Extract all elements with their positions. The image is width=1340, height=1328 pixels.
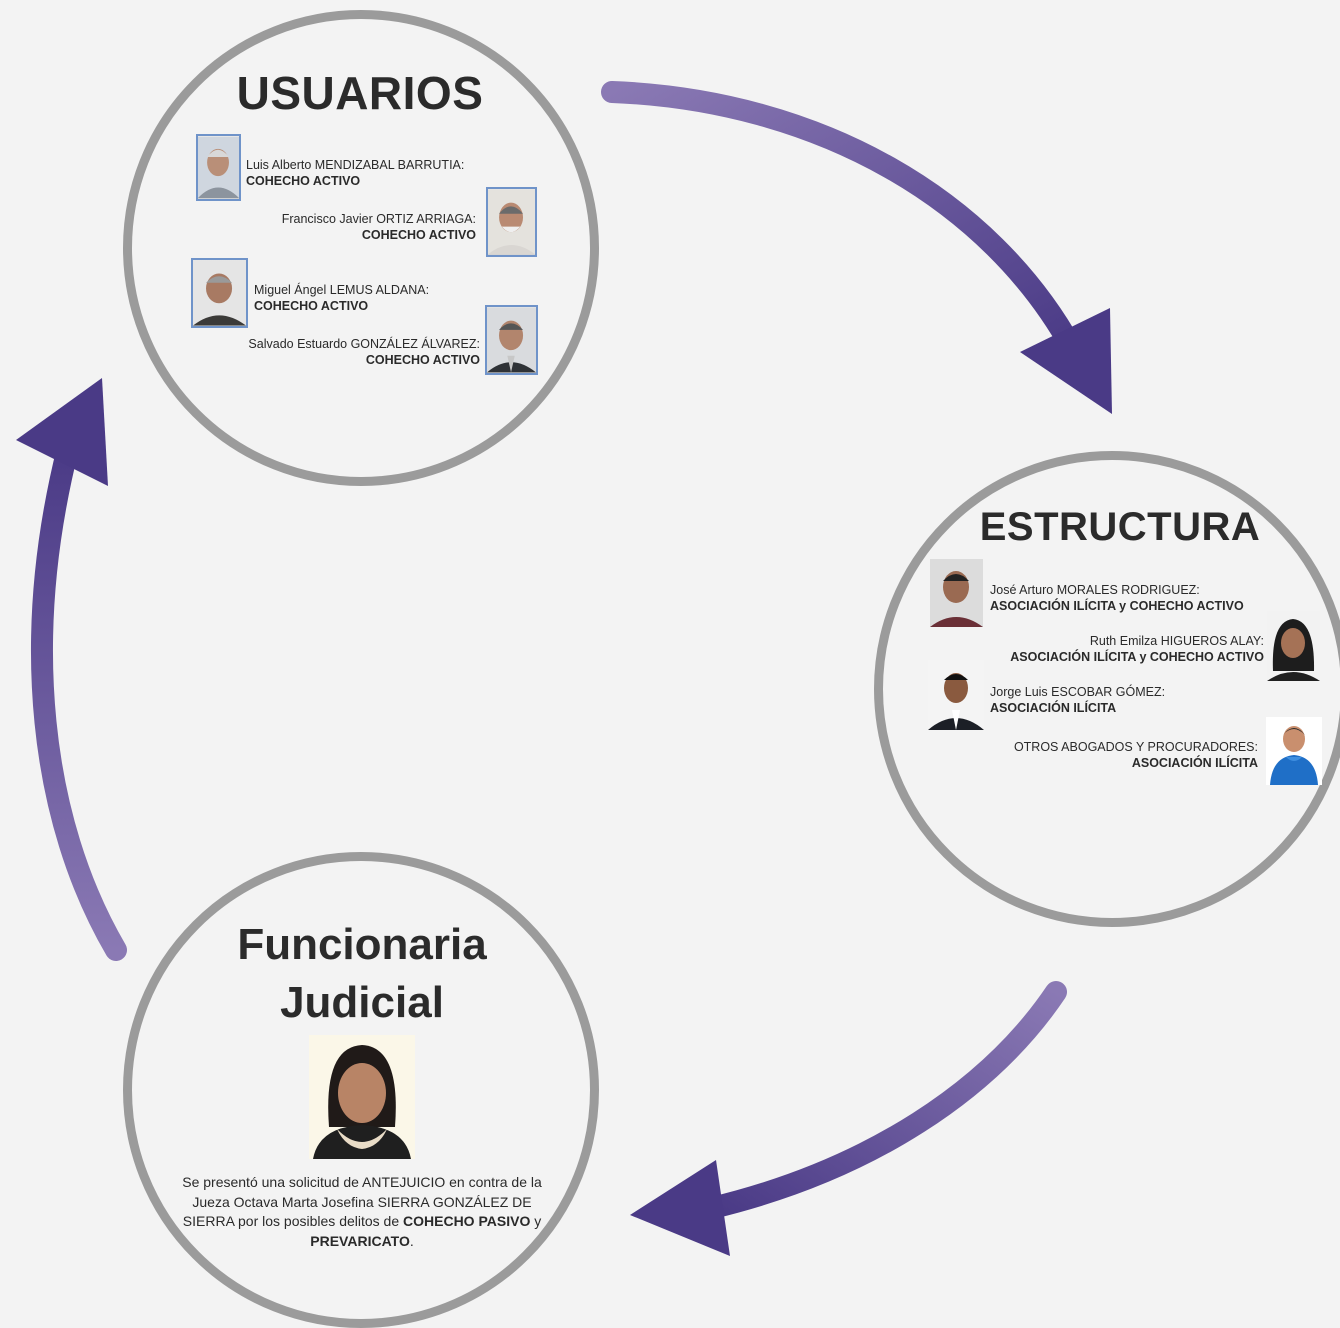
generic-user-icon xyxy=(1266,717,1322,785)
funcionaria-description: Se presentó una solicitud de ANTEJUICIO … xyxy=(180,1173,544,1251)
usuarios-member-2: Francisco Javier ORTIZ ARRIAGA: COHECHO … xyxy=(260,211,476,243)
member-photo xyxy=(485,305,538,375)
member-crime: ASOCIACIÓN ILÍCITA xyxy=(1131,756,1258,770)
usuarios-member-3: Miguel Ángel LEMUS ALDANA: COHECHO ACTIV… xyxy=(254,282,429,314)
member-photo xyxy=(191,258,248,328)
judge-photo xyxy=(309,1035,415,1159)
estructura-member-1: José Arturo MORALES RODRIGUEZ: ASOCIACIÓ… xyxy=(990,582,1244,614)
member-photo xyxy=(1267,611,1320,681)
description-connector: y xyxy=(530,1213,542,1229)
estructura-member-4: OTROS ABOGADOS Y PROCURADORES: ASOCIACIÓ… xyxy=(1000,739,1258,771)
member-crime: ASOCIACIÓN ILÍCITA xyxy=(990,701,1117,715)
member-photo xyxy=(930,559,983,627)
member-name: Jorge Luis ESCOBAR GÓMEZ: xyxy=(990,685,1166,699)
arrow-usuarios-to-estructura xyxy=(601,81,1112,414)
member-name: OTROS ABOGADOS Y PROCURADORES: xyxy=(1013,740,1258,754)
member-crime: ASOCIACIÓN ILÍCITA y COHECHO ACTIVO xyxy=(990,599,1244,613)
funcionaria-title-line-1: Funcionaria xyxy=(237,920,487,969)
member-photo xyxy=(196,134,241,201)
member-crime: ASOCIACIÓN ILÍCITA y COHECHO ACTIVO xyxy=(1010,650,1264,664)
crime-prevaricato: PREVARICATO xyxy=(310,1232,410,1249)
member-crime: COHECHO ACTIVO xyxy=(254,299,369,313)
member-crime: COHECHO ACTIVO xyxy=(361,228,476,242)
description-text: Se presentó una solicitud de ANTEJUICIO … xyxy=(182,1174,542,1229)
estructura-member-3: Jorge Luis ESCOBAR GÓMEZ: ASOCIACIÓN ILÍ… xyxy=(990,684,1165,716)
member-name: Luis Alberto MENDIZABAL BARRUTIA: xyxy=(246,158,465,172)
member-crime: COHECHO ACTIVO xyxy=(365,353,480,367)
usuarios-member-1: Luis Alberto MENDIZABAL BARRUTIA: COHECH… xyxy=(246,157,464,189)
member-photo xyxy=(486,187,537,257)
member-name: Francisco Javier ORTIZ ARRIAGA: xyxy=(281,212,476,226)
member-name: José Arturo MORALES RODRIGUEZ: xyxy=(990,583,1200,597)
estructura-title: ESTRUCTURA xyxy=(979,505,1261,549)
member-photo xyxy=(928,660,984,730)
member-name: Miguel Ángel LEMUS ALDANA: xyxy=(254,283,430,297)
estructura-member-2: Ruth Emilza HIGUEROS ALAY: ASOCIACIÓN IL… xyxy=(1000,633,1264,665)
member-name: Ruth Emilza HIGUEROS ALAY: xyxy=(1089,634,1264,648)
arrow-estructura-to-funcionaria xyxy=(630,981,1067,1256)
member-crime: COHECHO ACTIVO xyxy=(246,174,361,188)
funcionaria-title-line-2: Judicial xyxy=(280,978,444,1027)
usuarios-title: USUARIOS xyxy=(236,67,484,119)
usuarios-member-4: Salvado Estuardo GONZÁLEZ ÁLVAREZ: COHEC… xyxy=(240,336,480,368)
crime-cohecho-pasivo: COHECHO PASIVO xyxy=(403,1213,531,1229)
description-end: . xyxy=(409,1232,414,1249)
funcionaria-title: Funcionaria Judicial xyxy=(180,916,544,1032)
member-name: Salvado Estuardo GONZÁLEZ ÁLVAREZ: xyxy=(248,337,480,351)
arrow-funcionaria-to-usuarios xyxy=(16,378,127,961)
estructura-circle xyxy=(874,451,1340,927)
